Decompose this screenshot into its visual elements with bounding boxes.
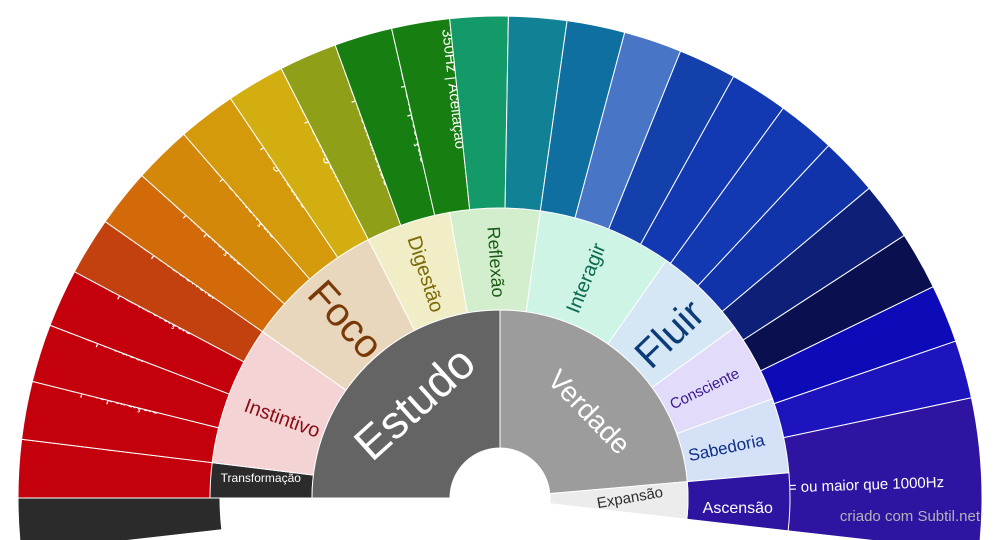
middle-label-reflexao: Reflexão (483, 226, 508, 298)
outer-segment-0hz-morte (17, 497, 223, 540)
middle-label-transformacao: Transformação (221, 471, 302, 485)
credit-text: criado com Subtil.net (839, 508, 980, 525)
center-hole (450, 448, 550, 540)
outer-ring: 0Hz | Morte20Hz | Resguardo30Hz | Repara… (17, 15, 983, 540)
outer-label-ou-maior-que-1000hz: = ou maior que 1000Hz (788, 474, 945, 496)
middle-label-ascensao: Ascensão (703, 500, 773, 517)
